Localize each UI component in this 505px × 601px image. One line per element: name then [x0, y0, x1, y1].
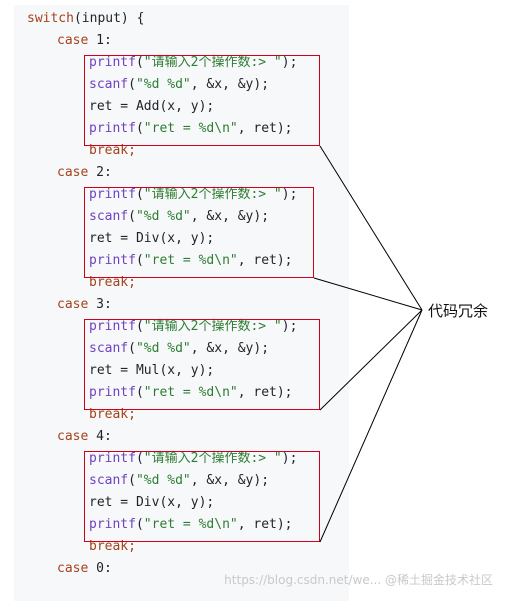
redundant-code-box	[84, 55, 320, 146]
case-label: case 0:	[57, 561, 112, 576]
code-line: printf("ret = %d\n", ret);	[89, 253, 293, 268]
code-line: ret = Mul(x, y);	[89, 363, 215, 378]
code-line: scanf("%d %d", &x, &y);	[89, 77, 270, 92]
code-line: scanf("%d %d", &x, &y);	[89, 473, 270, 488]
code-line: printf("请输入2个操作数:> ");	[89, 55, 298, 70]
code-line: scanf("%d %d", &x, &y);	[89, 209, 270, 224]
code-line: printf("ret = %d\n", ret);	[89, 121, 293, 136]
code-block: switch(input) { case 1: printf("请输入2个操作数…	[14, 5, 349, 601]
switch-line: switch(input) {	[27, 11, 145, 26]
connector-line	[319, 309, 423, 543]
code-line: printf("请输入2个操作数:> ");	[89, 451, 298, 466]
break-line: break;	[89, 143, 136, 158]
watermark-text: https://blog.csdn.net/we... @稀土掘金技术社区	[224, 573, 493, 587]
redundant-code-box	[84, 451, 320, 542]
case-label: case 4:	[57, 429, 112, 444]
code-line: ret = Div(x, y);	[89, 495, 215, 510]
redundant-code-box	[84, 187, 314, 278]
code-line: ret = Div(x, y);	[89, 231, 215, 246]
code-line: printf("请输入2个操作数:> ");	[89, 187, 298, 202]
connector-line	[313, 277, 423, 311]
case-label: case 2:	[57, 165, 112, 180]
code-line: ret = Add(x, y);	[89, 99, 215, 114]
code-line: printf("请输入2个操作数:> ");	[89, 319, 298, 334]
break-line: break;	[89, 275, 136, 290]
annotation-label: 代码冗余	[428, 302, 489, 320]
connector-line	[319, 145, 423, 311]
case-label: case 1:	[57, 33, 112, 48]
case-label: case 3:	[57, 297, 112, 312]
code-line: scanf("%d %d", &x, &y);	[89, 341, 270, 356]
break-line: break;	[89, 539, 136, 554]
redundant-code-box	[84, 319, 320, 410]
connector-line	[319, 309, 423, 411]
code-line: printf("ret = %d\n", ret);	[89, 517, 293, 532]
break-line: break;	[89, 407, 136, 422]
code-line: printf("ret = %d\n", ret);	[89, 385, 293, 400]
